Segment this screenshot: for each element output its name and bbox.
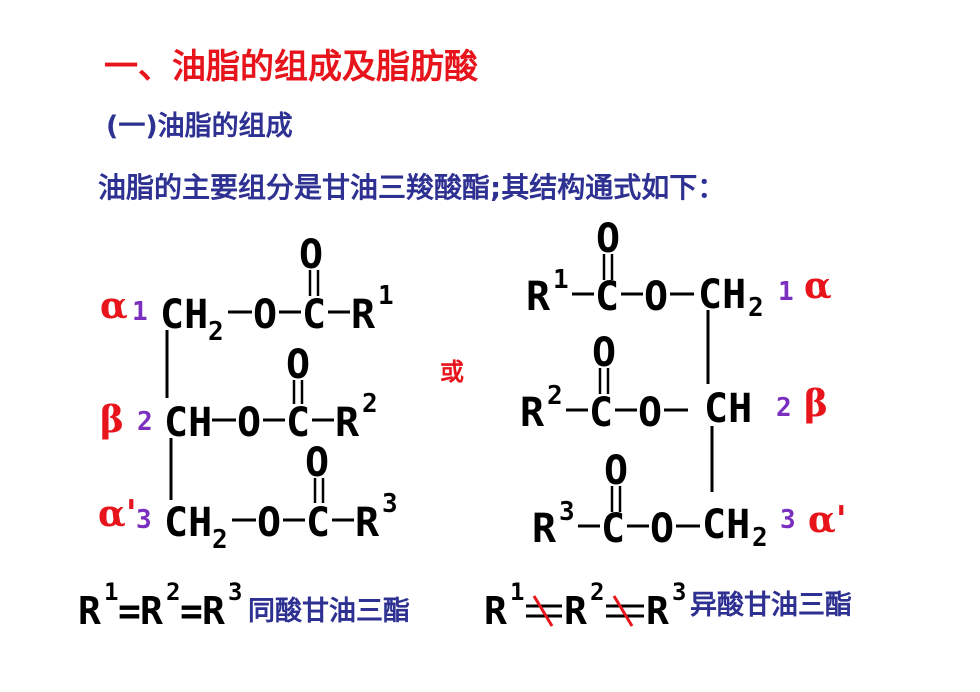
diff-r1-sup: 1 [510,578,524,606]
right-c-1: C [595,274,619,320]
left-carbonyl-o-3: O [305,440,329,486]
diff-r2: R [564,589,587,633]
left-carbonyl-o-2: O [286,342,310,388]
right-greek-2: β [804,383,828,425]
left-c-2: C [286,400,310,446]
section-heading: 一、油脂的组成及脂肪酸 [104,47,478,87]
right-r-1: R [526,274,551,320]
left-backbone-3: CH [164,500,212,546]
left-r-1: R [351,292,376,338]
right-greek-3: α' [808,499,847,541]
left-backbone-2: CH [164,400,212,446]
right-c-3: C [601,506,625,552]
same-r1-sup: 1 [104,578,118,606]
diff-r3: R [646,589,669,633]
left-backbone-sub-3: 2 [212,525,228,555]
right-r-3: R [532,506,557,552]
right-backbone-sub-1: 2 [748,293,764,323]
right-carbonyl-o-3: O [604,448,628,494]
right-carbonyl-o-1: O [596,216,620,262]
left-greek-3: α' [98,493,137,535]
same-r3-sup: 3 [228,578,242,606]
same-eq-2: = [180,589,203,633]
left-c-1: C [302,292,326,338]
left-structure: α 1 CH 2 O C R 1 O β 2 CH O C R 2 O α' 3… [98,232,398,555]
right-o-3: O [650,506,674,552]
same-eq-1: = [118,589,141,633]
left-greek-1: α [100,285,128,327]
right-num-2: 2 [776,393,792,423]
right-carbonyl-o-2: O [592,330,616,376]
mixed-acid-label: 异酸甘油三酯 [690,590,852,621]
diff-neq-slash-2 [612,595,634,627]
left-num-1: 1 [132,297,148,327]
subsection-heading: (一)油脂的组成 [106,111,293,142]
bottom-formulas: R 1 = R 2 = R 3 R 1 R 2 R 3 [78,578,686,633]
right-backbone-sub-3: 2 [752,523,768,553]
left-o-1: O [253,292,277,338]
diff-r2-sup: 2 [590,578,604,606]
or-label: 或 [440,358,464,386]
right-r-2: R [520,390,545,436]
right-r-sup-2: 2 [547,381,563,411]
diff-r3-sup: 3 [672,578,686,606]
same-acid-label: 同酸甘油三酯 [248,596,410,627]
left-o-3: O [257,500,281,546]
right-num-3: 3 [780,505,796,535]
same-r2: R [140,589,163,633]
right-c-2: C [589,390,613,436]
right-backbone-2: CH [704,386,752,432]
right-r-sup-1: 1 [553,265,569,295]
left-num-2: 2 [137,407,153,437]
left-c-3: C [306,500,330,546]
right-o-2: O [638,390,662,436]
left-greek-2: β [100,399,124,441]
left-num-3: 3 [136,505,152,535]
left-r-sup-2: 2 [362,389,378,419]
intro-text: 油脂的主要组分是甘油三羧酸酯;其结构通式如下： [98,171,726,204]
left-r-2: R [335,400,360,446]
same-r2-sup: 2 [166,578,180,606]
left-o-2: O [237,400,261,446]
same-r1: R [78,589,101,633]
right-backbone-3: CH [702,502,750,548]
right-greek-1: α [804,265,832,307]
left-r-3: R [355,500,380,546]
left-r-sup-1: 1 [378,281,394,311]
left-backbone-sub-1: 2 [208,317,224,347]
diff-neq-slash-1 [532,595,554,627]
right-structure: O R 1 C O CH 2 1 α O R 2 C O CH 2 β O R … [520,216,847,553]
diff-r1: R [484,589,507,633]
right-r-sup-3: 3 [559,497,575,527]
right-backbone-1: CH [698,272,746,318]
left-backbone-1: CH [160,292,208,338]
right-num-1: 1 [778,277,794,307]
left-r-sup-3: 3 [382,489,398,519]
same-r3: R [202,589,225,633]
right-o-1: O [644,274,668,320]
